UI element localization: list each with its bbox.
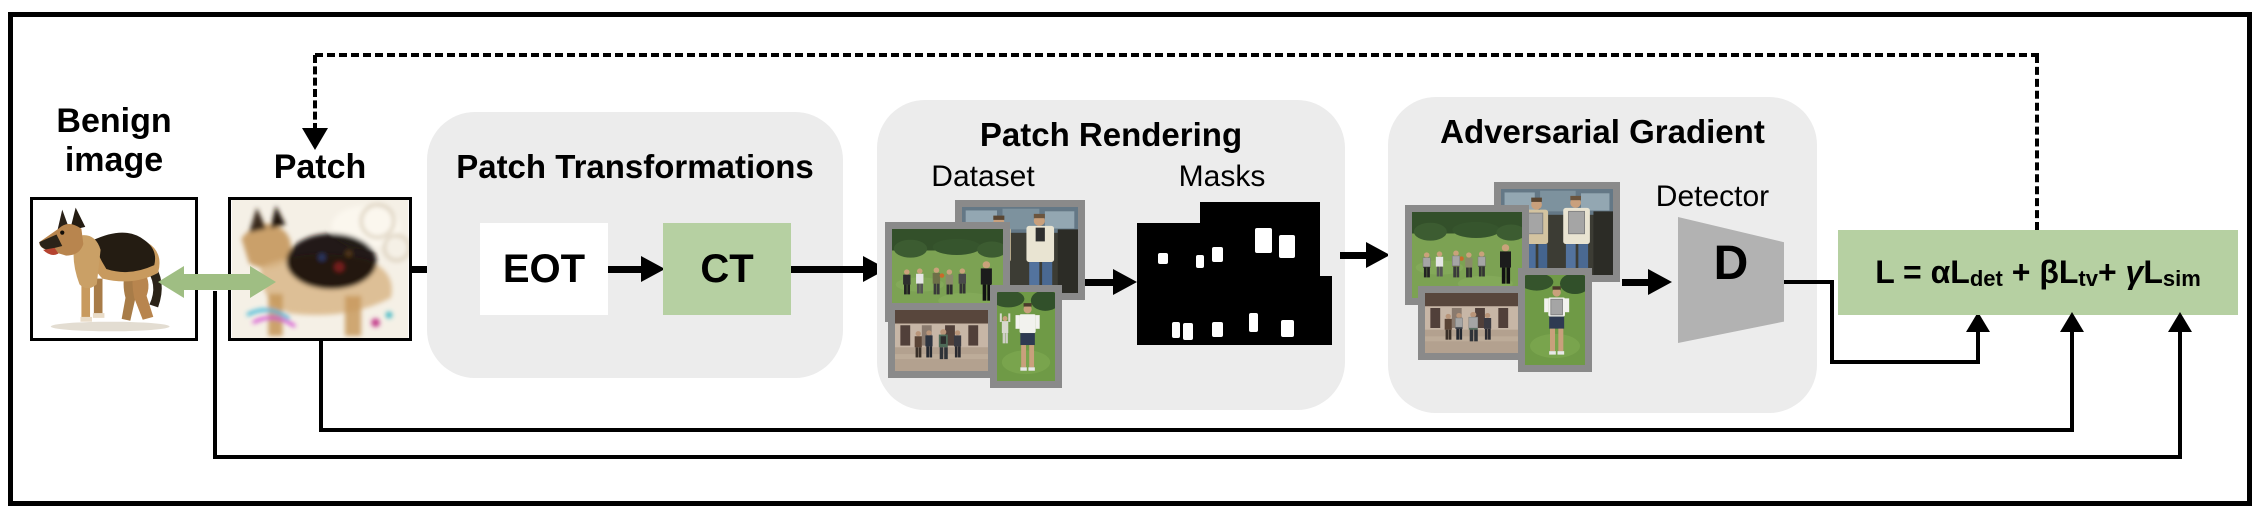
ltv-arrow-stem <box>2070 330 2074 432</box>
loss-sub-sim: sim <box>2162 265 2201 291</box>
patch-label: Patch <box>228 148 412 187</box>
adv-photo-grass-group-patched <box>1405 205 1529 305</box>
tv-feedback-line-h <box>319 428 2074 432</box>
detector-out-line-v <box>1830 280 1834 364</box>
ldet-arrowhead <box>1966 312 1990 332</box>
loss-sub-tv: tv <box>2078 265 2098 291</box>
feedback-arrowhead-to-patch <box>302 128 328 150</box>
arrow-dataset-to-masks-stem <box>1085 279 1117 286</box>
loss-plus2: + <box>2097 254 2126 290</box>
lsim-arrowhead <box>2168 312 2192 332</box>
dog-photo <box>39 207 170 332</box>
arrow-eot-to-ct-head <box>641 256 665 282</box>
similarity-double-arrow <box>158 266 276 298</box>
masks-label: Masks <box>1178 160 1266 193</box>
loss-lhs: L = αL <box>1875 254 1970 290</box>
feedback-dashed-line-right <box>2035 55 2039 230</box>
sim-feedback-line-h <box>213 455 2182 459</box>
patch-transformations-title: Patch Transformations <box>456 148 814 185</box>
dataset-photo-man-on-grass <box>990 285 1062 388</box>
dataset-label: Dataset <box>931 160 1035 193</box>
detector-out-line-h1 <box>1784 280 1832 284</box>
detector-label: Detector <box>1655 180 1770 213</box>
arrow-ct-to-dataset-stem <box>791 266 867 273</box>
arrow-dataset-to-masks-head <box>1113 269 1137 295</box>
loss-plus1: + βL <box>2002 254 2079 290</box>
benign-image-label-line1: Benign <box>56 102 172 140</box>
ltv-arrowhead <box>2060 312 2084 332</box>
feedback-dashed-line-left <box>313 55 317 131</box>
dataset-photo-street <box>888 303 995 378</box>
arrow-adv-to-detector-stem <box>1622 279 1652 286</box>
patch-rendering-title: Patch Rendering <box>979 116 1243 153</box>
lsim-arrow-stem <box>2178 330 2182 459</box>
benign-image-label-line2: image <box>64 141 164 179</box>
detector-out-line-h2 <box>1830 360 1978 364</box>
adv-photo-man-on-grass-patched <box>1518 268 1592 372</box>
figure-border <box>8 12 2252 506</box>
loss-sub-det: det <box>1969 265 2003 291</box>
arrow-adv-to-detector-head <box>1648 269 1672 295</box>
adversarial-gradient-title: Adversarial Gradient <box>1440 113 1765 150</box>
eot-box: EOT <box>480 223 608 315</box>
benign-image <box>30 197 198 341</box>
feedback-dashed-line-top <box>315 53 2039 57</box>
green-arrowhead-right <box>250 266 276 298</box>
arrow-eot-to-ct-stem <box>608 266 646 273</box>
arrow-masks-to-adv-stem <box>1340 252 1370 259</box>
loss-gamma: γ <box>2125 254 2144 290</box>
patch-label-text: Patch <box>273 148 367 186</box>
ct-label: CT <box>700 246 754 291</box>
detector-symbol: D <box>1713 237 1749 290</box>
loss-L3: L <box>2143 254 2163 290</box>
benign-sim-line-v <box>213 291 217 459</box>
arrow-masks-to-adv-head <box>1366 242 1390 268</box>
green-arrow-stem <box>180 274 254 290</box>
benign-image-label: Benign image <box>28 102 200 180</box>
ct-box: CT <box>663 223 791 315</box>
eot-label: EOT <box>502 246 586 291</box>
ldet-arrow-stem <box>1976 330 1980 364</box>
dataset-photo-grass-group <box>885 222 1010 322</box>
adv-photo-street-patched <box>1418 286 1525 360</box>
patch-tv-line-v <box>319 341 323 432</box>
green-arrowhead-left <box>158 266 184 298</box>
